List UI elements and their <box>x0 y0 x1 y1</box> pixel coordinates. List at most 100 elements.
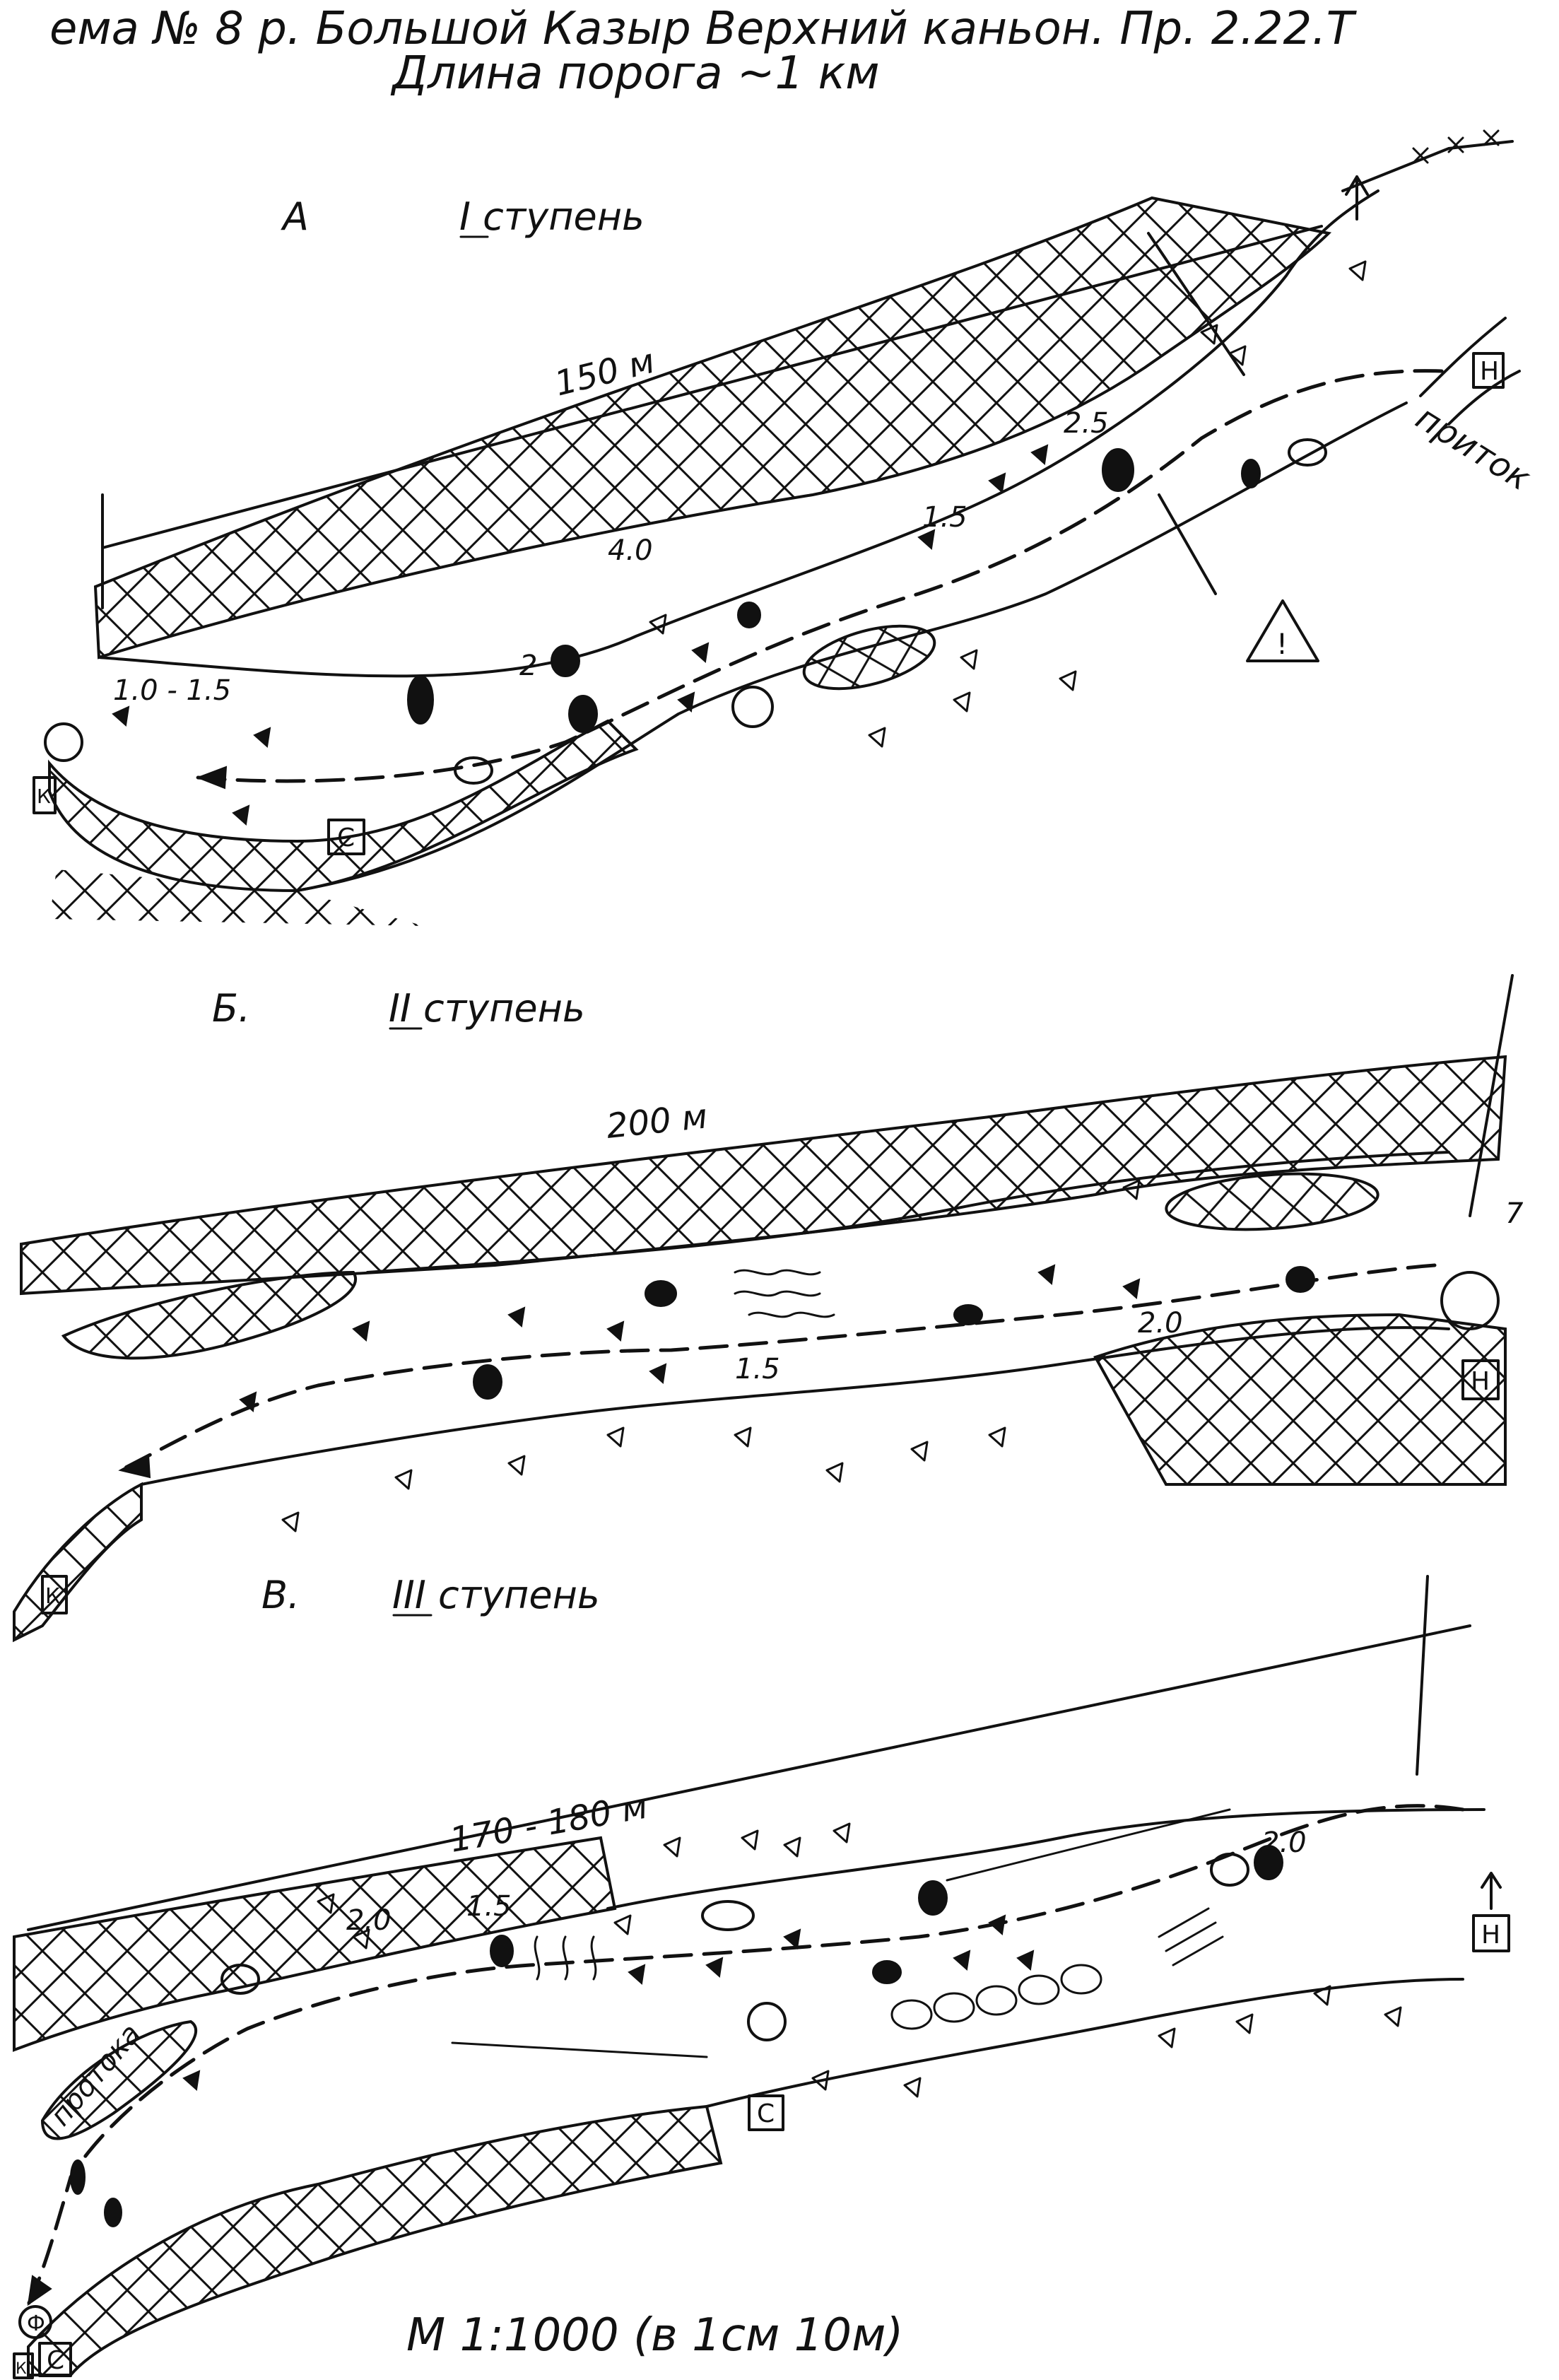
section-a-lower-bank-bottom <box>49 869 424 926</box>
section-a-north-arrow <box>1345 175 1369 221</box>
rapid-length: Длина порога ~1 км <box>390 47 880 100</box>
section-b: Б. II ступень 200 м 7 <box>13 974 1524 1643</box>
section-a-stage: I ступень <box>459 194 645 239</box>
section-a-right-bank <box>48 719 639 893</box>
section-a-depth: 2.5 <box>1064 407 1109 440</box>
section-b-island <box>61 1270 357 1360</box>
section-a-depth: 1.0 - 1.5 <box>113 674 231 707</box>
section-c-depth: 1.5 <box>466 1890 512 1923</box>
section-b-river-edge-bottom <box>140 1326 1450 1486</box>
svg-text:Н: Н <box>1481 1921 1500 1950</box>
section-c-boulder <box>70 2159 86 2195</box>
section-a-river-edge-top <box>98 189 1379 678</box>
section-b-length-tick-right <box>1469 974 1514 1217</box>
section-a: А I ступень 150 м <box>33 129 1538 926</box>
section-b-length: 200 м <box>604 1096 709 1147</box>
section-a-boulder <box>407 675 434 725</box>
section-b-boulder <box>645 1280 677 1307</box>
section-a-depth: 1.5 <box>922 501 967 534</box>
section-c-right-bank <box>27 2104 723 2376</box>
section-b-small-island <box>1165 1172 1379 1231</box>
svg-text:К: К <box>45 1584 60 1609</box>
section-c-boulder <box>104 2198 122 2227</box>
section-c-depth: 2.0 <box>346 1904 392 1937</box>
section-c-river-edge-top <box>606 1808 1486 1910</box>
section-b-right-bank <box>1093 1313 1507 1486</box>
section-a-tributary-label: приток <box>1409 398 1538 499</box>
svg-text:С: С <box>337 823 355 852</box>
section-a-hazard-sign: ! <box>1158 493 1319 662</box>
section-c-standing-waves <box>534 1907 1224 1981</box>
section-a-end-marker: К <box>33 776 57 814</box>
section-a-rock <box>454 756 493 785</box>
section-b-boulder <box>473 1364 502 1400</box>
svg-text:К: К <box>37 785 51 808</box>
section-b-rock-markers <box>239 1179 1141 1532</box>
section-b-letter: Б. <box>212 986 250 1031</box>
section-a-boulder <box>1241 459 1261 488</box>
svg-text:С: С <box>47 2346 64 2375</box>
section-a-boulder <box>568 695 598 733</box>
section-c-letter: В. <box>261 1573 300 1617</box>
section-c-rock <box>701 1900 755 1931</box>
section-c-upper-shoreline-track <box>946 1808 1231 1882</box>
scheme-title: ема № 8 р. Большой Казыр Верхний каньон.… <box>49 3 1358 55</box>
section-c-end-marker: К <box>13 2352 34 2379</box>
section-a-rock-markers <box>112 260 1367 826</box>
section-b-depth: 1.5 <box>735 1353 780 1385</box>
section-b-flow-route <box>118 1263 1437 1472</box>
section-c-boulder <box>490 1935 514 1967</box>
svg-text:Н: Н <box>1480 357 1499 386</box>
section-b-boulder <box>1286 1266 1315 1293</box>
section-b-boulder <box>953 1304 983 1325</box>
section-b-depth: 7 <box>1505 1197 1524 1230</box>
section-a-left-bank <box>93 196 1332 660</box>
section-a-boulder <box>737 602 761 628</box>
section-c-rock <box>1210 1853 1249 1887</box>
section-b-arrow-head <box>118 1453 151 1479</box>
svg-text:К: К <box>16 2360 27 2378</box>
section-a-depth: 2 <box>519 650 537 682</box>
section-b-depth: 2.0 <box>1138 1307 1183 1340</box>
section-c-safety-marker: С <box>748 2094 784 2131</box>
section-c-rock <box>220 1964 260 1995</box>
section-c-rock-markers <box>182 1822 1402 2098</box>
section-c-whirlpool <box>747 2002 787 2041</box>
section-b-end-marker: К <box>41 1575 68 1614</box>
svg-text:Н: Н <box>1471 1367 1490 1396</box>
section-a-boulder <box>551 645 580 677</box>
section-c-length-line <box>27 1624 1471 1931</box>
section-c-left-bank <box>13 1836 617 2052</box>
section-b-lower-left-bank <box>13 1482 143 1643</box>
section-a-boulder <box>1102 448 1134 492</box>
section-a-whirlpool <box>44 722 83 762</box>
section-b-stage: II ступень <box>389 986 585 1031</box>
section-a-tributary <box>1419 317 1521 426</box>
svg-text:!: ! <box>1276 628 1288 661</box>
section-c-boulder <box>872 1960 902 1984</box>
section-b-river-edge-top <box>366 1151 1450 1274</box>
section-a-start-marker: Н <box>1472 352 1505 389</box>
section-c-safety-marker-2: С <box>38 2342 72 2377</box>
section-c-length-tick-right <box>1416 1575 1429 1776</box>
section-a-whirlpool <box>731 686 774 728</box>
svg-text:Ф: Ф <box>27 2311 45 2336</box>
section-c-flow-route <box>26 1804 1465 2306</box>
section-c: В. III ступень 170 - 180 м протока <box>13 1573 1510 2379</box>
section-c-boulder <box>1254 1845 1283 1880</box>
section-a-letter: А <box>281 194 309 239</box>
section-c-depth: 2.0 <box>1261 1827 1307 1859</box>
section-a-flow-route <box>196 369 1444 783</box>
section-c-channel-island <box>40 2020 197 2140</box>
section-b-standing-waves <box>734 1269 835 1318</box>
section-b-start-marker: Н <box>1461 1359 1500 1400</box>
section-c-river-edge-bottom <box>705 1978 1464 2108</box>
section-c-arrow-head <box>27 2275 52 2306</box>
section-b-whirlpool <box>1440 1271 1500 1330</box>
section-a-arrow-head <box>196 766 228 790</box>
section-b-left-bank <box>20 1055 1507 1296</box>
section-a-depth: 4.0 <box>608 534 653 567</box>
svg-text:С: С <box>757 2099 775 2128</box>
section-a-island <box>802 624 936 691</box>
